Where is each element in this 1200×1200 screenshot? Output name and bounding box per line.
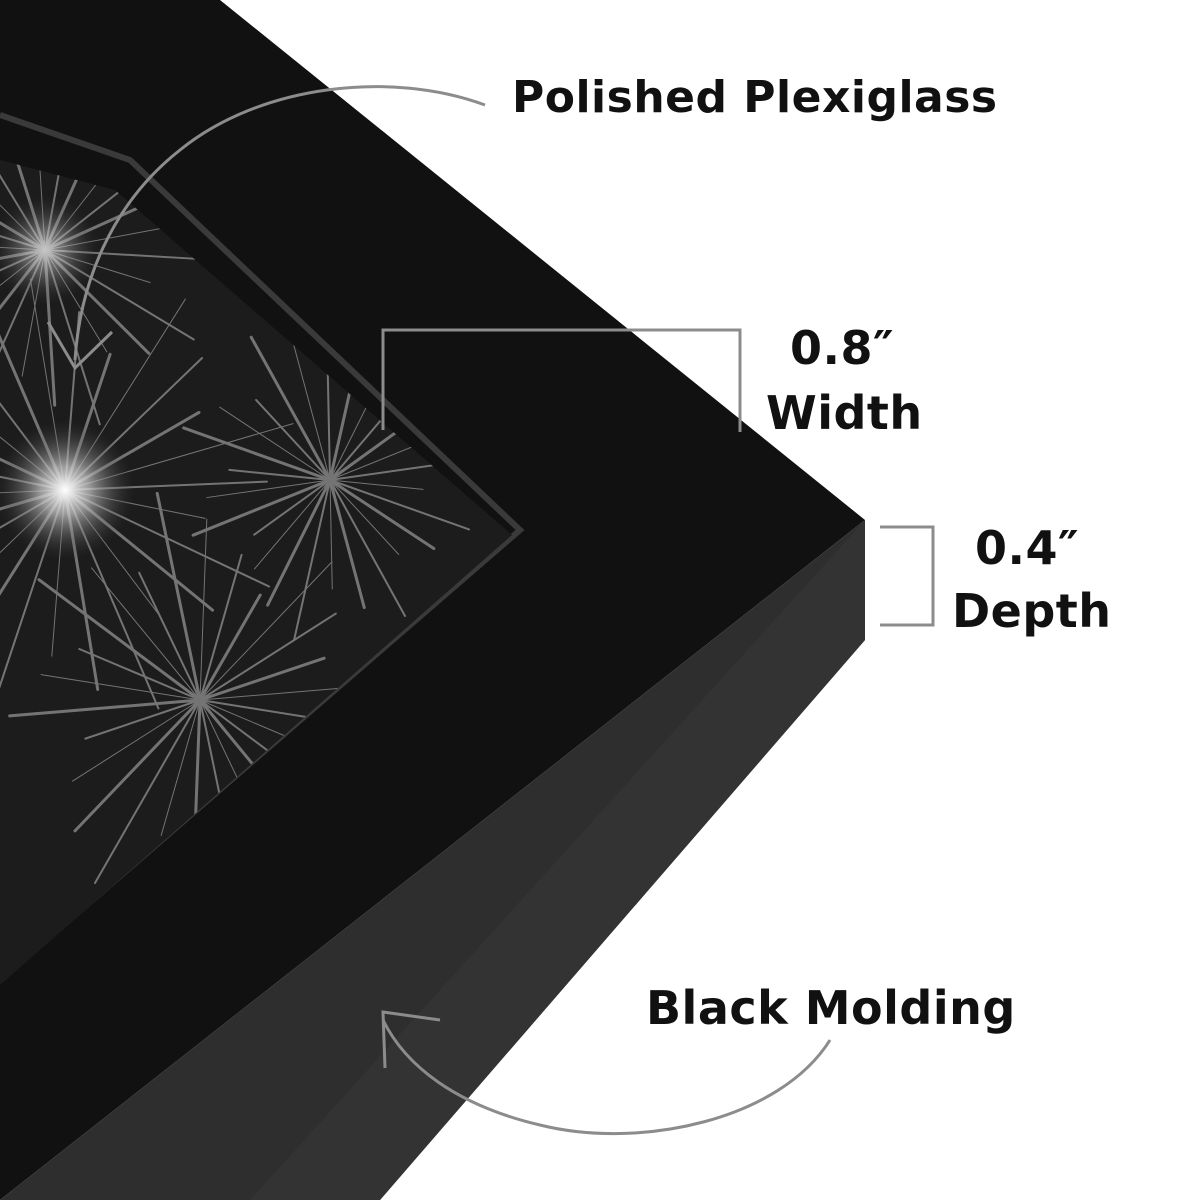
photo-ray (90, 567, 201, 701)
photo-ray (328, 478, 436, 551)
plexiglass-arrowhead (46, 321, 114, 371)
photo-ray (329, 479, 424, 490)
photo-ray (182, 426, 332, 482)
photo-ray (84, 699, 201, 740)
photo-ray (329, 479, 407, 617)
photo-ray (199, 518, 208, 701)
photo-ray (293, 344, 331, 481)
photo-ray (199, 612, 337, 701)
molding-label: Black Molding (646, 981, 1016, 1035)
plexiglass-arrow (73, 85, 486, 361)
photo-ray (329, 479, 471, 531)
photo-ray (266, 478, 332, 607)
photo-ray (94, 699, 201, 885)
photo-ray (253, 479, 331, 570)
molding-arrow (381, 1019, 832, 1136)
photo-ray (219, 406, 331, 481)
plexiglass-label: Polished Plexiglass (512, 72, 998, 123)
depth-bracket (880, 525, 935, 627)
photo-ray (228, 468, 331, 481)
photo-ray (329, 479, 333, 590)
photo-ray (253, 479, 331, 536)
photo-ray (326, 362, 331, 481)
photo-ray (72, 699, 201, 782)
molding-arrowhead (381, 1010, 441, 1069)
width-value-label: 0.8″ (790, 321, 895, 375)
photo-ray (8, 698, 202, 718)
photo-ray (160, 699, 201, 837)
photo-ray (293, 479, 331, 641)
frame-side-shade (250, 520, 865, 1200)
photo-ray (191, 478, 332, 537)
photo-ray (198, 593, 262, 702)
photo-ray (328, 478, 366, 610)
photo-ray (155, 491, 202, 702)
photo-ray (255, 398, 331, 481)
photo-ray (40, 674, 201, 701)
photo-ray (78, 647, 201, 701)
photo-ray (329, 479, 400, 555)
photo-ray (199, 553, 243, 701)
photo-ray (249, 335, 332, 482)
frame-side (0, 520, 865, 1200)
photo-ray (198, 656, 326, 702)
photo-ray (199, 561, 333, 701)
photo-ray (328, 387, 352, 482)
depth-value-label: 0.4″ (975, 521, 1080, 575)
width-bracket (381, 328, 742, 432)
photo-ray (206, 479, 331, 499)
photo-ray (138, 571, 201, 701)
photo-ray (37, 578, 202, 702)
depth-label: Depth (952, 584, 1112, 638)
width-label: Width (766, 386, 923, 440)
photo-ray (73, 698, 202, 833)
